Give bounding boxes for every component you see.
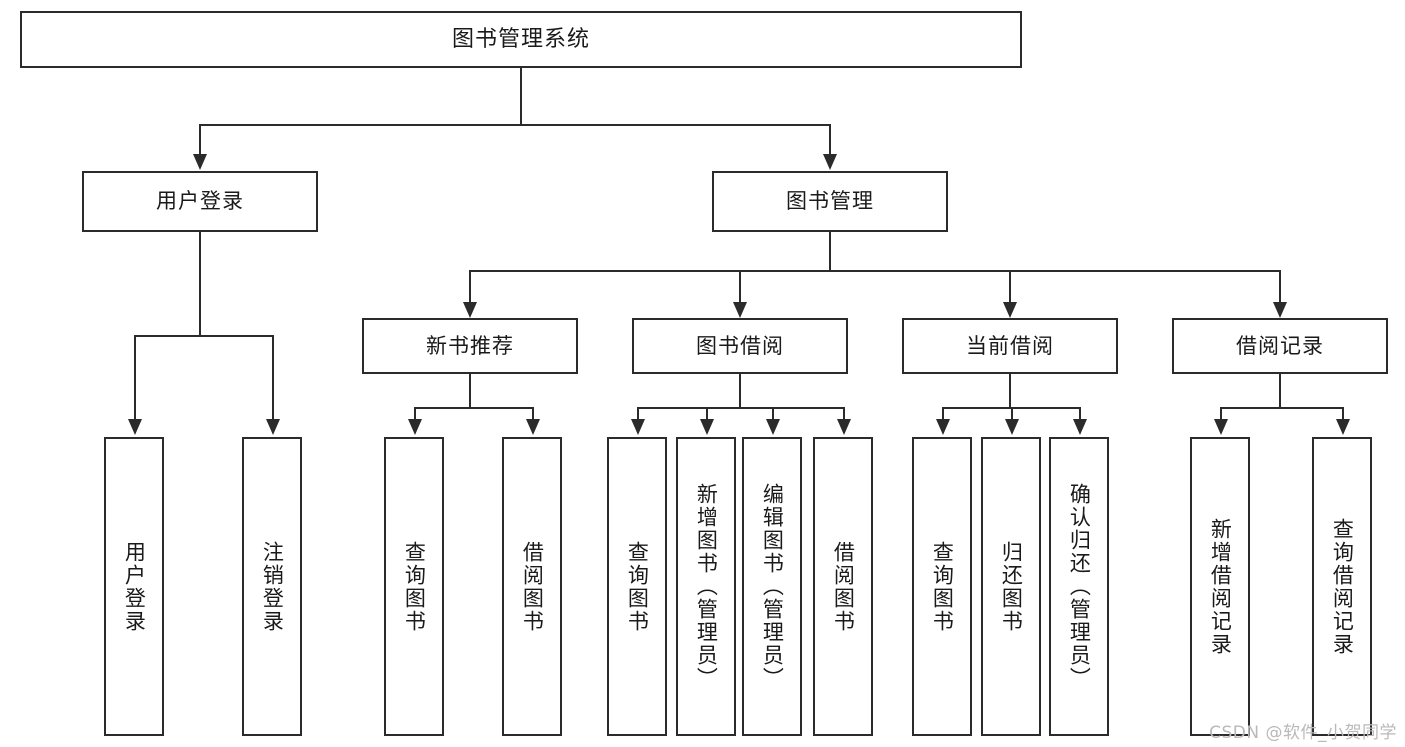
connector-drop-borrow-record: [1279, 270, 1281, 304]
node-new-book-recommend[interactable]: 新书推荐: [362, 318, 578, 374]
arrowhead-book-borrow-leaf-2: [700, 419, 714, 435]
connector-book-borrow-stem: [739, 374, 741, 407]
arrowhead-user-login: [193, 154, 207, 170]
connector-drop-current-borrow: [1009, 270, 1011, 304]
node-user-login[interactable]: 用户登录: [82, 171, 318, 232]
arrowhead-borrow-record-leaf-1: [1214, 419, 1228, 435]
leaf-borrow-book[interactable]: 借阅图书: [813, 437, 873, 736]
connector-drop-borrow-record-leaf-1: [1220, 407, 1222, 421]
connector-new-book-bus: [414, 407, 532, 409]
connector-borrow-record-bus: [1220, 407, 1342, 409]
leaf-add-borrow-record[interactable]: 新增借阅记录: [1190, 437, 1250, 736]
arrowhead-book-borrow-leaf-4: [837, 419, 851, 435]
connector-drop-new-book-leaf-1: [414, 407, 416, 421]
connector-user-login-bus: [134, 335, 272, 337]
connector-drop-current-borrow-leaf-2: [1011, 407, 1013, 421]
connector-drop-user-login: [199, 124, 201, 156]
connector-book-borrow-bus: [637, 407, 843, 409]
arrowhead-current-borrow-leaf-1: [936, 419, 950, 435]
leaf-borrow-book-recommend[interactable]: 借阅图书: [502, 437, 562, 736]
leaf-return-book[interactable]: 归还图书: [981, 437, 1041, 736]
connector-drop-book-borrow: [739, 270, 741, 304]
arrowhead-book-borrow-leaf-3: [766, 419, 780, 435]
arrowhead-book-borrow: [733, 302, 747, 318]
connector-drop-current-borrow-leaf-3: [1079, 407, 1081, 421]
arrowhead-current-borrow: [1003, 302, 1017, 318]
node-borrow-record[interactable]: 借阅记录: [1172, 318, 1388, 374]
connector-drop-borrow-record-leaf-2: [1342, 407, 1344, 421]
connector-drop-new-book: [469, 270, 471, 304]
arrowhead-current-borrow-leaf-3: [1073, 419, 1087, 435]
leaf-query-book-current[interactable]: 查询图书: [912, 437, 972, 736]
node-book-borrow[interactable]: 图书借阅: [632, 318, 848, 374]
connector-level3-bus: [469, 270, 1280, 272]
connector-current-borrow-stem: [1009, 374, 1011, 407]
node-book-management[interactable]: 图书管理: [712, 171, 948, 232]
leaf-user-login[interactable]: 用户登录: [104, 437, 164, 736]
leaf-query-borrow-record[interactable]: 查询借阅记录: [1312, 437, 1372, 736]
connector-root-bus: [199, 124, 831, 126]
arrowhead-book-borrow-leaf-1: [631, 419, 645, 435]
arrowhead-new-book: [463, 302, 477, 318]
connector-drop-book-borrow-leaf-2: [706, 407, 708, 421]
connector-current-borrow-bus: [942, 407, 1079, 409]
connector-drop-user-login-leaf-2: [272, 335, 274, 421]
node-root-book-management-system[interactable]: 图书管理系统: [20, 11, 1022, 68]
arrowhead-borrow-record-leaf-2: [1336, 419, 1350, 435]
connector-drop-book-borrow-leaf-4: [843, 407, 845, 421]
arrowhead-borrow-record: [1273, 302, 1287, 318]
leaf-query-book-borrow[interactable]: 查询图书: [607, 437, 667, 736]
arrowhead-book-management: [823, 154, 837, 170]
connector-new-book-stem: [469, 374, 471, 407]
arrowhead-user-login-leaf-2: [266, 419, 280, 435]
leaf-confirm-return-admin[interactable]: 确认归还（管理员）: [1049, 437, 1109, 736]
connector-book-management-stem: [829, 232, 831, 270]
arrowhead-new-book-leaf-2: [526, 419, 540, 435]
arrowhead-current-borrow-leaf-2: [1005, 419, 1019, 435]
connector-drop-book-borrow-leaf-1: [637, 407, 639, 421]
connector-drop-user-login-leaf-1: [134, 335, 136, 421]
connector-drop-current-borrow-leaf-1: [942, 407, 944, 421]
connector-drop-new-book-leaf-2: [532, 407, 534, 421]
leaf-logout[interactable]: 注销登录: [242, 437, 302, 736]
leaf-query-book-recommend[interactable]: 查询图书: [384, 437, 444, 736]
connector-drop-book-management: [829, 124, 831, 156]
arrowhead-new-book-leaf-1: [408, 419, 422, 435]
leaf-edit-book-admin[interactable]: 编辑图书（管理员）: [742, 437, 802, 736]
connector-drop-book-borrow-leaf-3: [772, 407, 774, 421]
connector-user-login-stem: [199, 232, 201, 335]
connector-root-stem: [520, 68, 522, 124]
connector-borrow-record-stem: [1279, 374, 1281, 407]
leaf-add-book-admin[interactable]: 新增图书（管理员）: [676, 437, 736, 736]
arrowhead-user-login-leaf-1: [128, 419, 142, 435]
node-current-borrow[interactable]: 当前借阅: [902, 318, 1118, 374]
